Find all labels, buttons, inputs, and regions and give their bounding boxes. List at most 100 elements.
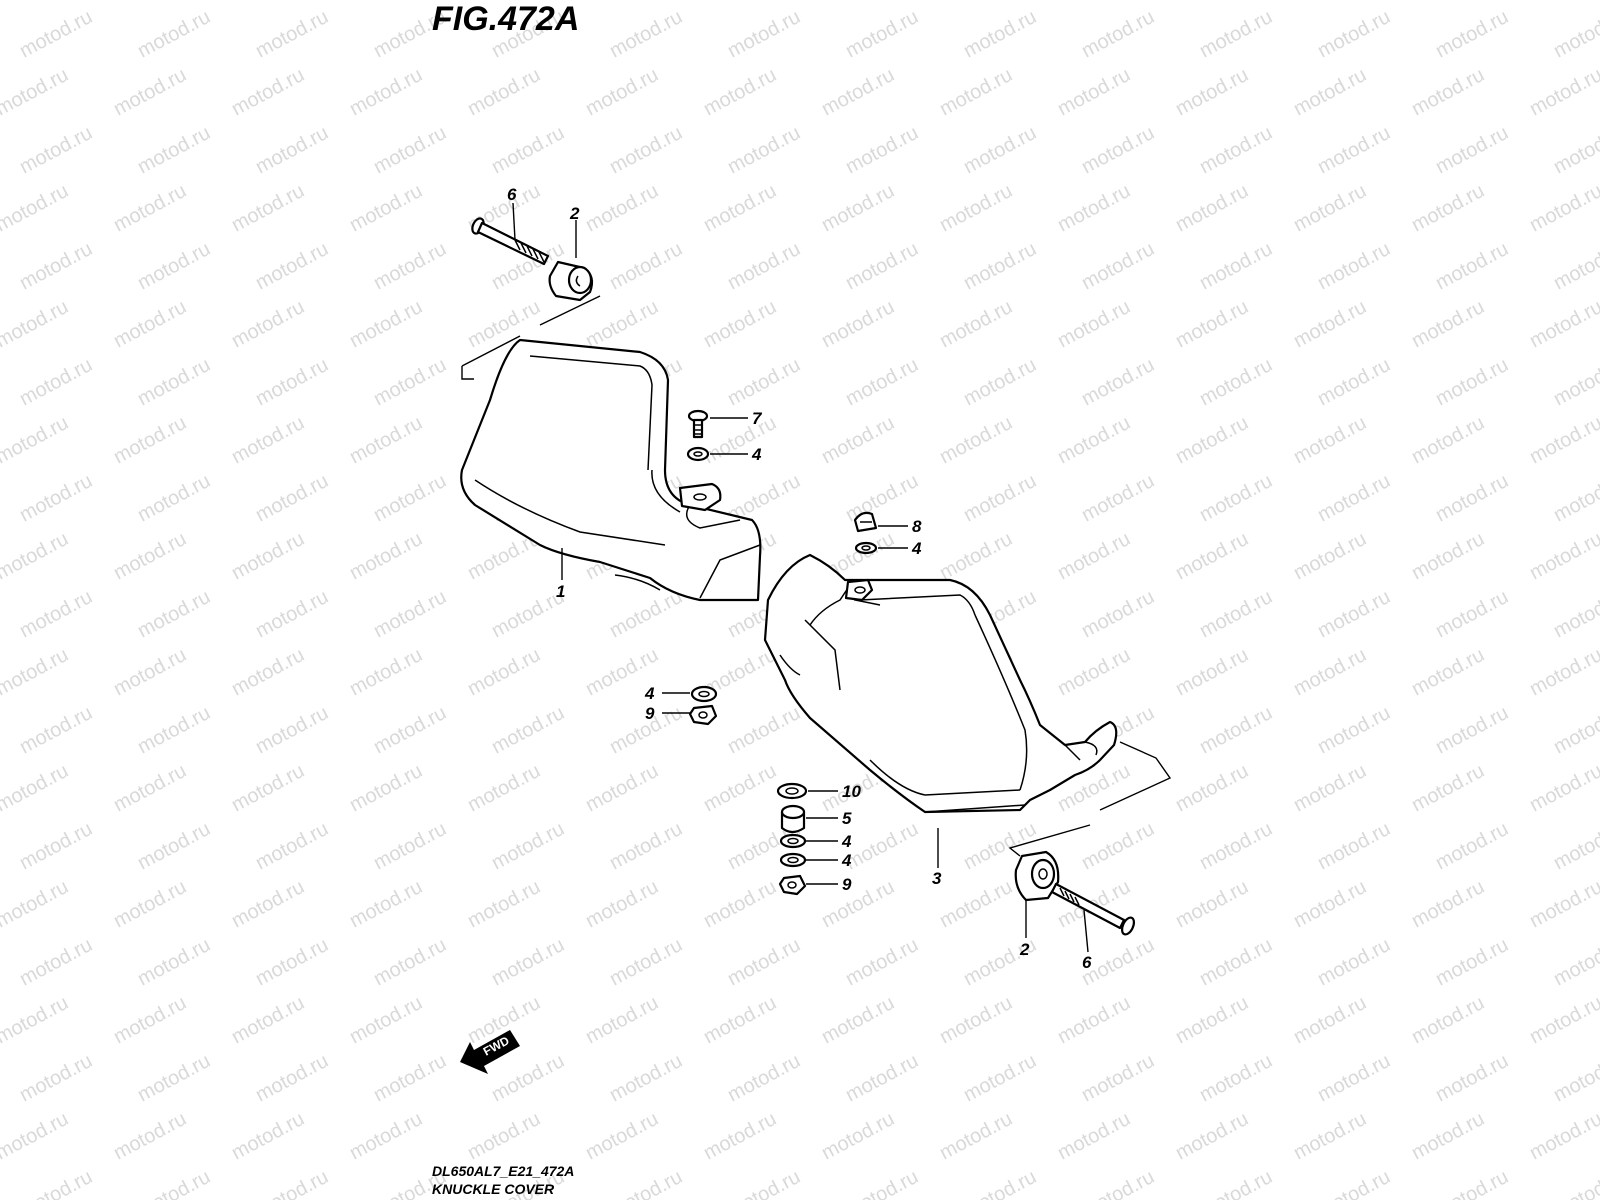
watermark-text: motod.ru <box>1314 238 1394 294</box>
watermark-text: motod.ru <box>842 470 922 526</box>
watermark-text: motod.ru <box>936 180 1016 236</box>
watermark-text: motod.ru <box>1196 702 1276 758</box>
watermark-text: motod.ru <box>488 934 568 990</box>
watermark-text: motod.ru <box>1290 64 1370 120</box>
watermark-text: motod.ru <box>1408 876 1488 932</box>
watermark-text: motod.ru <box>606 586 686 642</box>
watermark-text: motod.ru <box>1078 1166 1158 1200</box>
watermark-text: motod.ru <box>110 412 190 468</box>
watermark-text: motod.ru <box>1078 238 1158 294</box>
watermark-text: motod.ru <box>16 702 96 758</box>
watermark-text: motod.ru <box>936 528 1016 584</box>
watermark-text: motod.ru <box>16 6 96 62</box>
watermark-text: motod.ru <box>1196 934 1276 990</box>
watermark-text: motod.ru <box>1408 412 1488 468</box>
watermark-text: motod.ru <box>1078 470 1158 526</box>
screw-7 <box>687 409 709 439</box>
watermark-text: motod.ru <box>252 470 332 526</box>
watermark-text: motod.ru <box>842 6 922 62</box>
watermark-text: motod.ru <box>818 64 898 120</box>
watermark-text: motod.ru <box>724 354 804 410</box>
watermark-text: motod.ru <box>842 238 922 294</box>
watermark-text: motod.ru <box>1526 528 1600 584</box>
watermark-text: motod.ru <box>346 180 426 236</box>
watermark-text: motod.ru <box>582 992 662 1048</box>
watermark-text: motod.ru <box>0 412 72 468</box>
watermark-text: motod.ru <box>1078 6 1158 62</box>
watermark-text: motod.ru <box>346 0 426 4</box>
watermark-text: motod.ru <box>1526 64 1600 120</box>
watermark-text: motod.ru <box>0 64 72 120</box>
watermark-text: motod.ru <box>1196 586 1276 642</box>
callout-9-a: 9 <box>645 704 655 723</box>
watermark-text: motod.ru <box>370 586 450 642</box>
watermark-text: motod.ru <box>936 992 1016 1048</box>
watermark-text: motod.ru <box>228 64 308 120</box>
watermark-text: motod.ru <box>842 122 922 178</box>
watermark-text: motod.ru <box>1172 876 1252 932</box>
watermark-text: motod.ru <box>464 876 544 932</box>
watermark-text: motod.ru <box>370 354 450 410</box>
watermark-text: motod.ru <box>700 180 780 236</box>
watermark-text: motod.ru <box>606 238 686 294</box>
watermark-text: motod.ru <box>346 412 426 468</box>
nut-9a <box>688 704 718 726</box>
watermark-text: motod.ru <box>1054 0 1134 4</box>
watermark-text: motod.ru <box>818 0 898 4</box>
watermark-text: motod.ru <box>110 644 190 700</box>
watermark-text: motod.ru <box>1054 180 1134 236</box>
watermark-text: motod.ru <box>464 1108 544 1164</box>
watermark-text: motod.ru <box>724 1166 804 1200</box>
watermark-text: motod.ru <box>346 760 426 816</box>
watermark-text: motod.ru <box>1290 876 1370 932</box>
watermark-text: motod.ru <box>1290 992 1370 1048</box>
alignment-lines-left <box>461 295 601 380</box>
callout-6-right: 6 <box>1082 953 1092 972</box>
watermark-text: motod.ru <box>1432 122 1512 178</box>
watermark-text: motod.ru <box>1432 238 1512 294</box>
watermark-text: motod.ru <box>1314 934 1394 990</box>
watermark-text: motod.ru <box>936 0 1016 4</box>
watermark-text: motod.ru <box>1290 760 1370 816</box>
watermark-text: motod.ru <box>1526 644 1600 700</box>
watermark-text: motod.ru <box>134 1166 214 1200</box>
watermark-text: motod.ru <box>582 760 662 816</box>
watermark-text: motod.ru <box>1290 644 1370 700</box>
watermark-text: motod.ru <box>724 934 804 990</box>
watermark-text: motod.ru <box>1290 296 1370 352</box>
watermark-text: motod.ru <box>1314 354 1394 410</box>
watermark-text: motod.ru <box>1172 644 1252 700</box>
watermark-text: motod.ru <box>1408 296 1488 352</box>
footer-code: DL650AL7_E21_472A <box>432 1163 574 1179</box>
watermark-text: motod.ru <box>346 992 426 1048</box>
watermark-text: motod.ru <box>1054 992 1134 1048</box>
watermark-text: motod.ru <box>1550 122 1600 178</box>
watermark-text: motod.ru <box>488 1050 568 1106</box>
watermark-text: motod.ru <box>110 64 190 120</box>
watermark-text: motod.ru <box>960 470 1040 526</box>
watermark-text: motod.ru <box>252 586 332 642</box>
watermark-text: motod.ru <box>110 1108 190 1164</box>
watermark-text: motod.ru <box>134 934 214 990</box>
bolt-right <box>1050 882 1136 936</box>
watermark-text: motod.ru <box>252 934 332 990</box>
watermark-text: motod.ru <box>464 644 544 700</box>
watermark-text: motod.ru <box>1290 1108 1370 1164</box>
watermark-text: motod.ru <box>346 644 426 700</box>
watermark-text: motod.ru <box>1196 470 1276 526</box>
leader-lines <box>512 202 1089 953</box>
watermark-text: motod.ru <box>1550 1050 1600 1106</box>
watermark-text: motod.ru <box>228 528 308 584</box>
watermark-text: motod.ru <box>16 586 96 642</box>
watermark-text: motod.ru <box>1432 934 1512 990</box>
watermark-text: motod.ru <box>1314 122 1394 178</box>
watermark-text: motod.ru <box>1078 354 1158 410</box>
washer-4b <box>854 541 878 555</box>
alignment-lines-right <box>1008 741 1172 857</box>
watermark-text: motod.ru <box>1290 180 1370 236</box>
figure-title: FIG.472A <box>432 0 579 38</box>
watermark-text: motod.ru <box>818 296 898 352</box>
watermark-text: motod.ru <box>606 818 686 874</box>
watermark-text: motod.ru <box>1314 1166 1394 1200</box>
watermark-text: motod.ru <box>134 470 214 526</box>
